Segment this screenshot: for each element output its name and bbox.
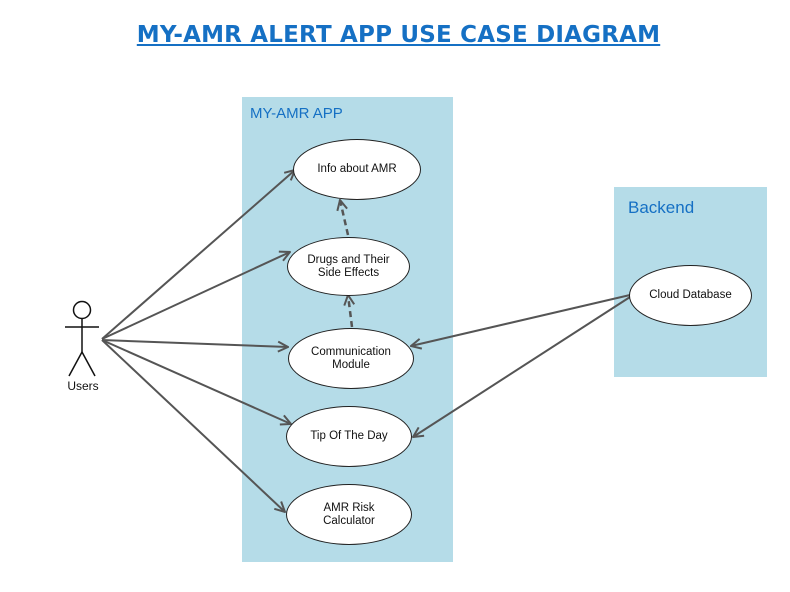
dependency-communication-drugs	[348, 295, 352, 328]
backend-boundary-label: Backend	[628, 198, 695, 217]
association-users-tip	[101, 339, 291, 424]
use-case-cloud-database: Cloud Database	[629, 265, 752, 326]
association-users-communication	[101, 339, 288, 347]
use-case-drugs-side-effects: Drugs and Their Side Effects	[287, 237, 410, 296]
use-case-communication-module: Communication Module	[288, 328, 414, 389]
association-cloud-tip	[413, 296, 631, 437]
use-case-tip-of-the-day: Tip Of The Day	[286, 406, 412, 467]
use-case-info-about-amr: Info about AMR	[293, 139, 421, 200]
user-actor-icon	[65, 300, 99, 377]
use-case-amr-risk-calculator: AMR Risk Calculator	[286, 484, 412, 545]
dependency-drugs-info	[340, 200, 350, 236]
association-users-info	[101, 170, 295, 340]
association-users-drugs	[101, 252, 290, 340]
app-boundary-label: MY-AMR APP	[250, 105, 343, 122]
association-cloud-communication	[411, 294, 631, 346]
actor-label-users: Users	[67, 379, 99, 393]
diagram-title: MY-AMR ALERT APP USE CASE DIAGRAM	[136, 22, 661, 48]
association-users-risk	[101, 339, 285, 512]
